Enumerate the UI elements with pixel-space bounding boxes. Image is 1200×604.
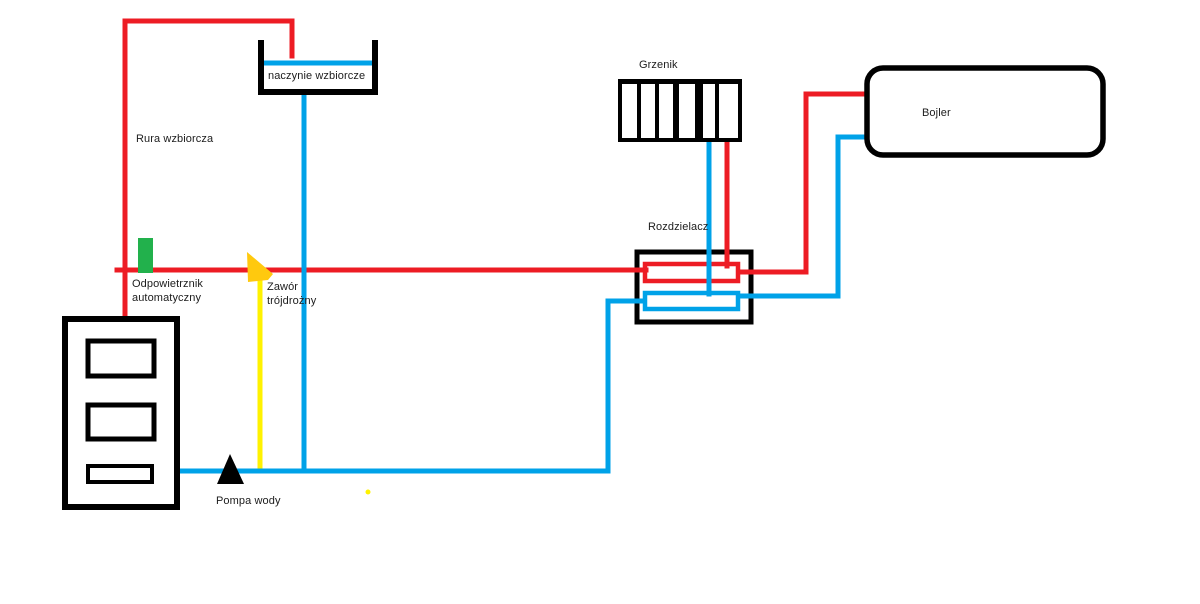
valve-label-line1: Zawór	[267, 281, 299, 293]
boiler-label: Bojler	[922, 107, 951, 119]
radiator-gap	[641, 84, 655, 138]
expansion-pipe-label: Rura wzbiorcza	[136, 133, 214, 145]
distributor-hot-manifold	[642, 261, 741, 284]
water-pump-symbol	[217, 454, 244, 484]
radiator-label: Grzenik	[639, 59, 678, 71]
boiler-outline	[864, 65, 1106, 158]
expansion-pipe-line	[122, 18, 295, 323]
boiler-hot-line	[737, 91, 871, 275]
furnace-slot-3	[86, 464, 154, 484]
expansion-vessel-label: naczynie wzbiorcze	[268, 70, 366, 82]
paint-dot	[365, 489, 371, 495]
radiator-gap	[719, 84, 738, 138]
distributor-cold-manifold	[642, 290, 741, 312]
air-vent-label-line2: automatyczny	[132, 292, 202, 304]
radiator-gap	[659, 84, 673, 138]
radiator-gap	[622, 84, 637, 138]
expansion-vessel-outline	[258, 40, 378, 95]
radiator-gap	[679, 84, 695, 138]
boiler-cold-line	[738, 134, 871, 299]
air-vent-symbol	[138, 238, 153, 273]
three-way-valve-symbol	[247, 252, 273, 282]
radiator-gap	[703, 84, 715, 138]
return-line	[178, 298, 646, 474]
distributor-label: Rozdzielacz	[648, 221, 709, 233]
valve-label-line2: trójdrożny	[267, 295, 317, 307]
air-vent-label-line1: Odpowietrznik	[132, 278, 203, 290]
furnace-slot-2	[85, 402, 157, 442]
pump-label: Pompa wody	[216, 495, 281, 507]
furnace-slot-1	[85, 338, 157, 379]
